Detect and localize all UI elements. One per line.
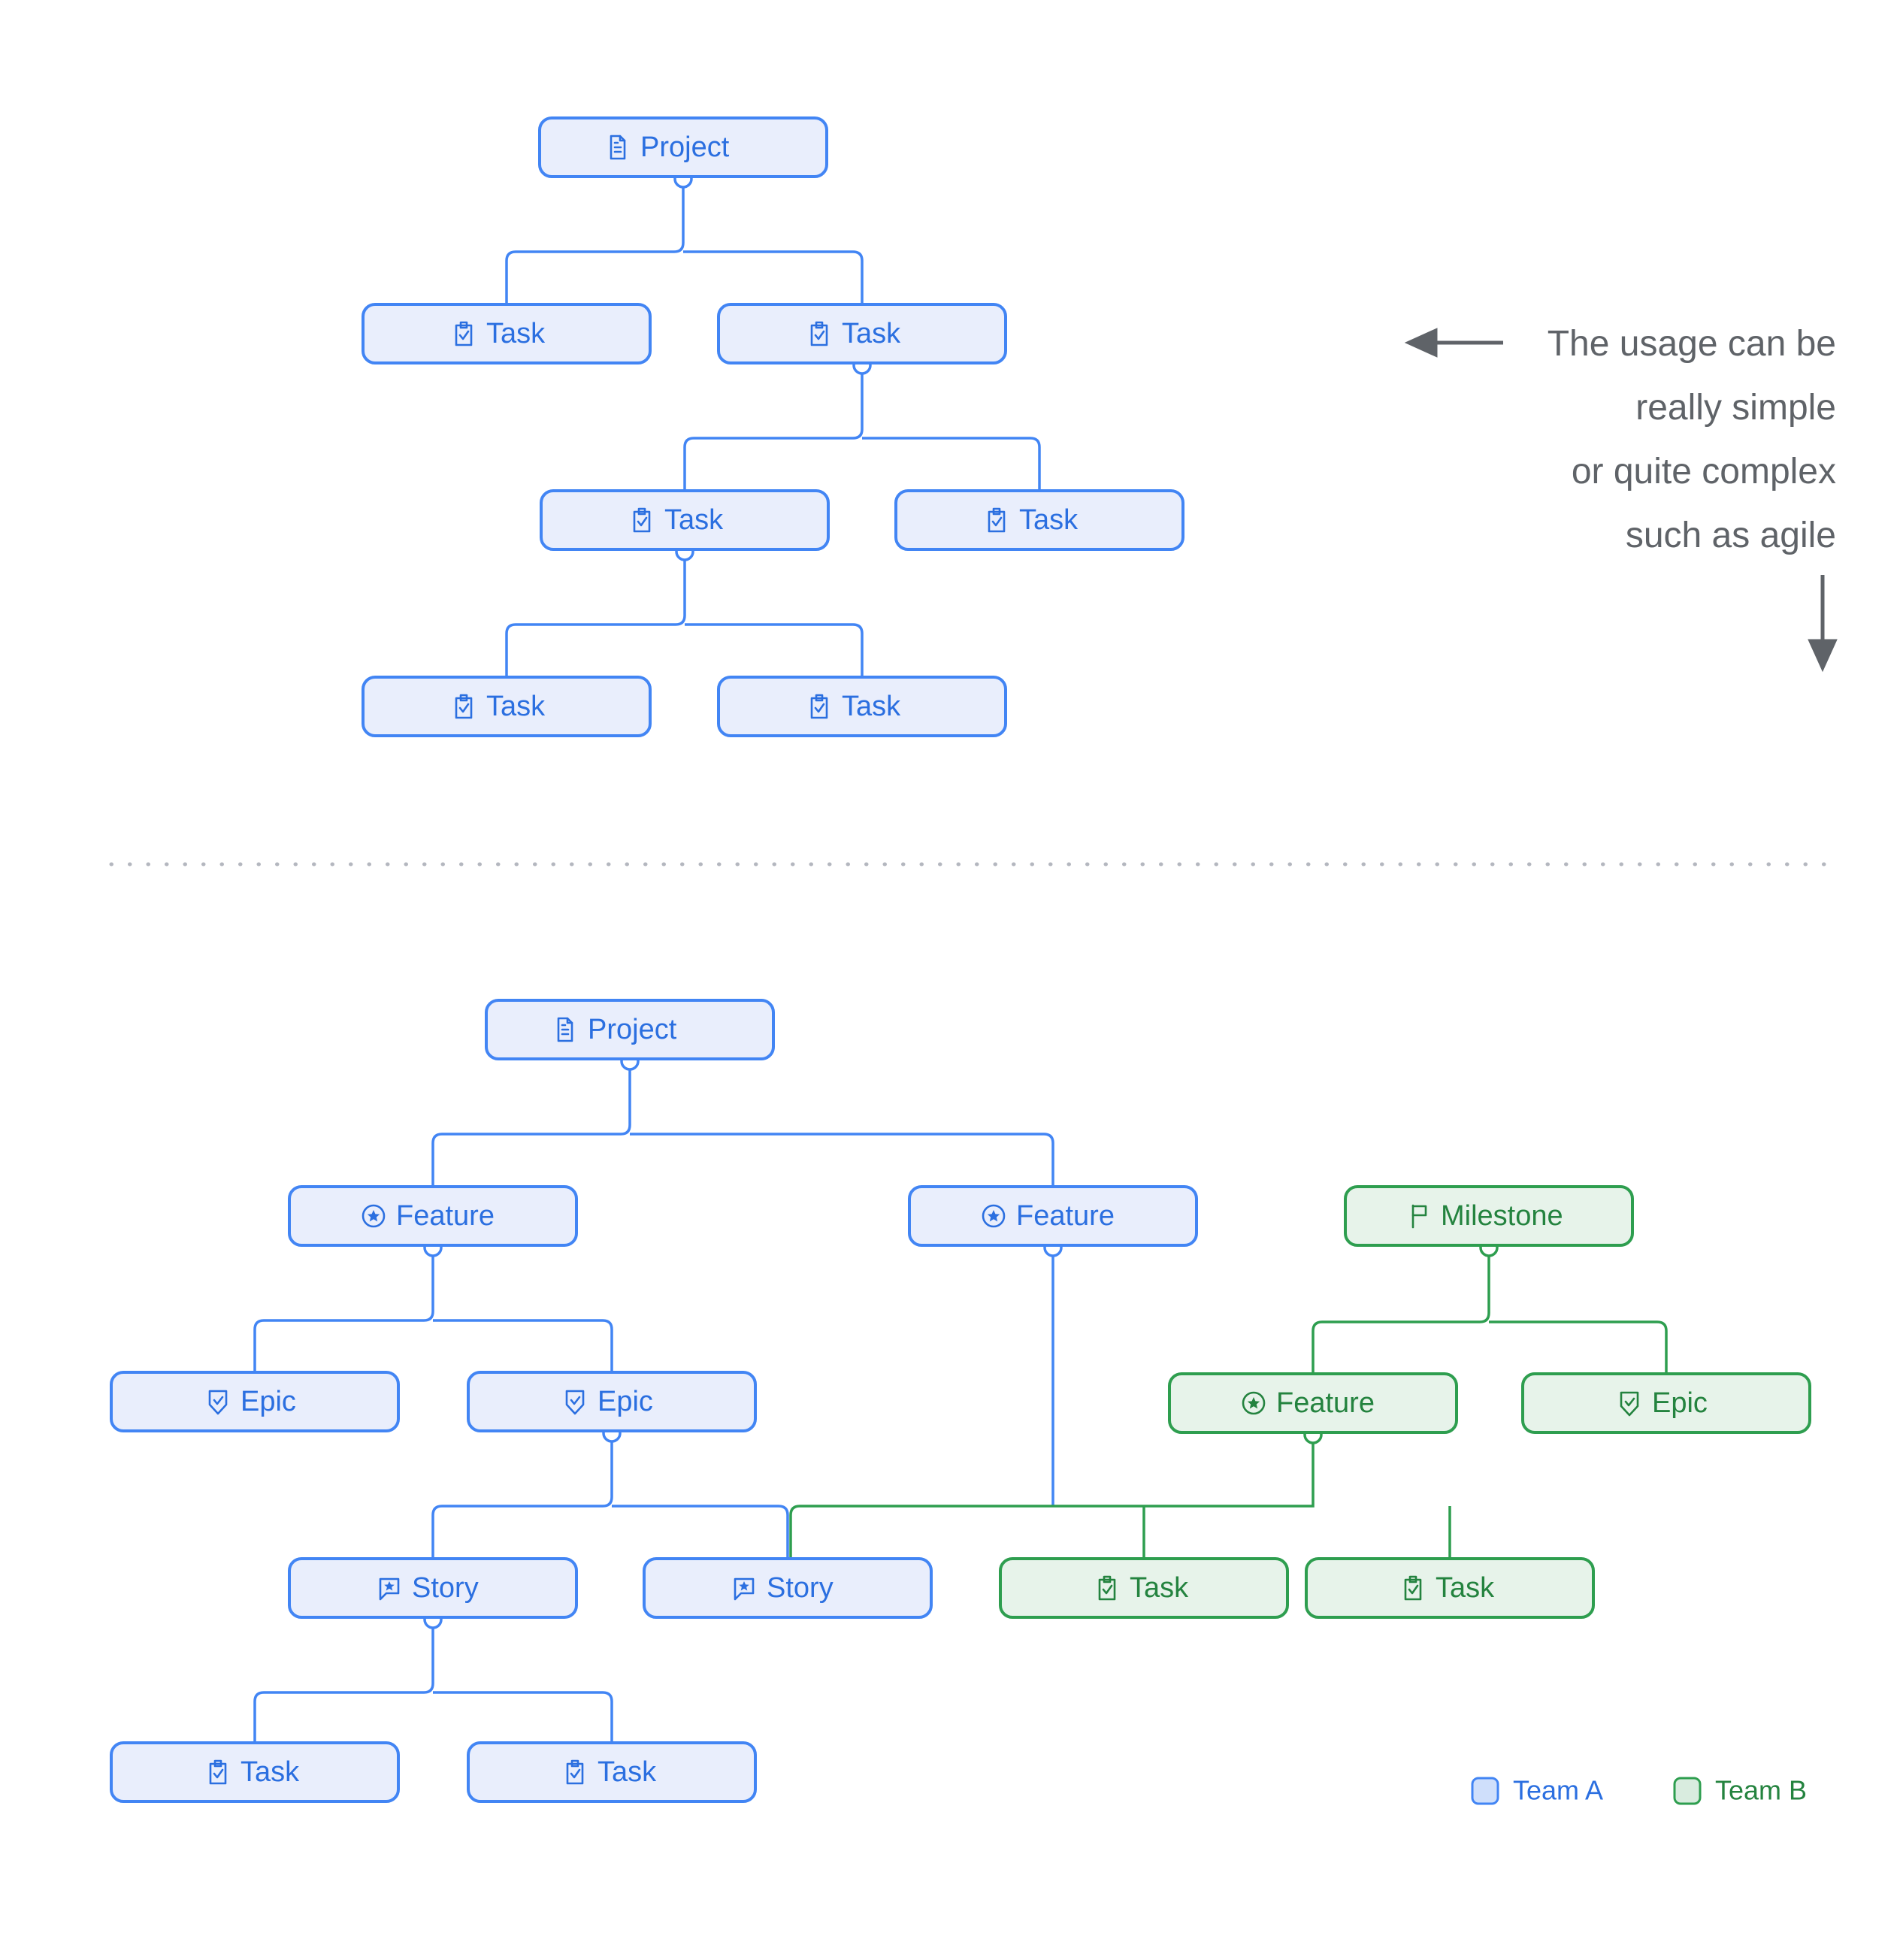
- node-label: Epic: [598, 1386, 653, 1417]
- epic-shield-icon: [1620, 1391, 1639, 1417]
- node-story-agile-2[interactable]: Story: [643, 1557, 933, 1619]
- feature-star-icon: [982, 1204, 1006, 1228]
- node-task-simple-6[interactable]: Task: [717, 676, 1007, 737]
- node-epic-agile-1[interactable]: Epic: [110, 1371, 400, 1432]
- node-label: Story: [412, 1572, 479, 1604]
- task-clipboard-icon: [810, 694, 828, 719]
- node-feature-agile-1[interactable]: Feature: [288, 1185, 578, 1247]
- legend-label-team-a: Team A: [1513, 1775, 1603, 1806]
- task-clipboard-icon: [455, 321, 473, 346]
- task-clipboard-icon: [1404, 1575, 1422, 1601]
- node-task-agile-green-2[interactable]: Task: [1305, 1557, 1595, 1619]
- task-clipboard-icon: [810, 321, 828, 346]
- node-label: Epic: [241, 1386, 296, 1417]
- node-task-agile-green-1[interactable]: Task: [999, 1557, 1289, 1619]
- document-icon: [610, 135, 626, 160]
- agile-diagram-edges: [253, 1051, 1668, 1743]
- edge-aproject-to-feature1: [431, 1061, 631, 1187]
- legend: Team A Team B: [1471, 1775, 1807, 1806]
- node-task-simple-5[interactable]: Task: [362, 676, 652, 737]
- node-task-simple-3[interactable]: Task: [540, 489, 830, 551]
- legend-item-team-a[interactable]: Team A: [1471, 1775, 1603, 1806]
- edge-green-bus: [789, 1435, 1315, 1559]
- arrow-left-icon: [1404, 328, 1503, 358]
- flag-icon: [1411, 1204, 1427, 1229]
- node-story-agile-1[interactable]: Story: [288, 1557, 578, 1619]
- node-epic-agile-2[interactable]: Epic: [467, 1371, 757, 1432]
- annotation-line-4: such as agile: [1626, 516, 1836, 555]
- edge-task2-to-task4: [862, 437, 1041, 491]
- legend-item-team-b[interactable]: Team B: [1673, 1775, 1807, 1806]
- edge-feature1-to-epic2: [433, 1319, 613, 1372]
- task-clipboard-icon: [566, 1759, 584, 1785]
- task-clipboard-icon: [455, 694, 473, 719]
- node-task-agile-blue-2[interactable]: Task: [467, 1741, 757, 1803]
- node-label: Project: [640, 132, 730, 163]
- edge-project-to-tasks: [505, 179, 685, 304]
- node-feature-agile-2[interactable]: Feature: [908, 1185, 1198, 1247]
- node-label: Task: [664, 504, 724, 536]
- node-label: Task: [241, 1756, 300, 1788]
- node-label: Task: [1019, 504, 1079, 536]
- edge-epic2-to-story2: [612, 1505, 789, 1559]
- node-feature-agile-3[interactable]: Feature: [1168, 1372, 1458, 1434]
- edge-aproject-to-feature2: [630, 1133, 1054, 1187]
- node-project-agile[interactable]: Project: [485, 999, 775, 1060]
- feature-star-icon: [1242, 1391, 1266, 1415]
- node-label: Task: [1436, 1572, 1495, 1604]
- node-label: Task: [486, 318, 546, 349]
- node-label: Feature: [1016, 1200, 1115, 1232]
- node-label: Task: [842, 318, 901, 349]
- edge-project-to-task2: [683, 250, 864, 304]
- edge-milestone-to-feature3: [1312, 1248, 1490, 1374]
- edge-task3-to-task5: [505, 552, 686, 677]
- feature-star-icon: [362, 1204, 386, 1228]
- epic-shield-icon: [565, 1390, 585, 1415]
- legend-label-team-b: Team B: [1715, 1775, 1807, 1806]
- task-clipboard-icon: [1098, 1575, 1116, 1601]
- task-clipboard-icon: [633, 507, 651, 533]
- node-milestone-agile[interactable]: Milestone: [1344, 1185, 1634, 1247]
- node-epic-agile-3[interactable]: Epic: [1521, 1372, 1811, 1434]
- node-label: Task: [486, 691, 546, 722]
- node-label: Task: [598, 1756, 657, 1788]
- node-task-simple-1[interactable]: Task: [362, 303, 652, 364]
- node-label: Milestone: [1441, 1200, 1563, 1232]
- annotation-line-2: really simple: [1635, 388, 1836, 428]
- task-clipboard-icon: [988, 507, 1006, 533]
- legend-swatch-team-b: [1673, 1777, 1702, 1805]
- node-label: Story: [767, 1572, 834, 1604]
- epic-shield-icon: [208, 1390, 228, 1415]
- node-project-simple[interactable]: Project: [538, 116, 828, 178]
- story-bubble-icon: [379, 1577, 400, 1601]
- edge-story1-to-taskb1: [253, 1620, 434, 1743]
- node-label: Task: [1130, 1572, 1189, 1604]
- node-task-simple-4[interactable]: Task: [894, 489, 1184, 551]
- node-task-agile-blue-1[interactable]: Task: [110, 1741, 400, 1803]
- simple-diagram-edges: [505, 169, 1041, 677]
- node-label: Feature: [396, 1200, 495, 1232]
- annotation-line-3: or quite complex: [1572, 452, 1836, 492]
- edge-task2-to-task3: [683, 365, 864, 491]
- story-bubble-icon: [734, 1577, 755, 1601]
- edge-task3-to-task6: [685, 623, 864, 677]
- node-label: Epic: [1652, 1387, 1708, 1419]
- annotation-line-1: The usage can be: [1548, 324, 1836, 364]
- arrow-down-icon: [1808, 575, 1838, 673]
- node-label: Feature: [1276, 1387, 1375, 1419]
- node-label: Task: [842, 691, 901, 722]
- annotation-block: The usage can be really simple or quite …: [1404, 324, 1838, 673]
- node-task-simple-2[interactable]: Task: [717, 303, 1007, 364]
- edge-story1-to-taskb2: [433, 1691, 613, 1743]
- edge-milestone-to-epic3: [1489, 1320, 1668, 1374]
- edge-epic2-to-story1: [431, 1433, 613, 1559]
- legend-swatch-team-a: [1471, 1777, 1499, 1805]
- node-label: Project: [588, 1014, 677, 1045]
- edge-feature1-to-epic1: [253, 1248, 434, 1372]
- document-icon: [557, 1017, 573, 1042]
- task-clipboard-icon: [209, 1759, 227, 1785]
